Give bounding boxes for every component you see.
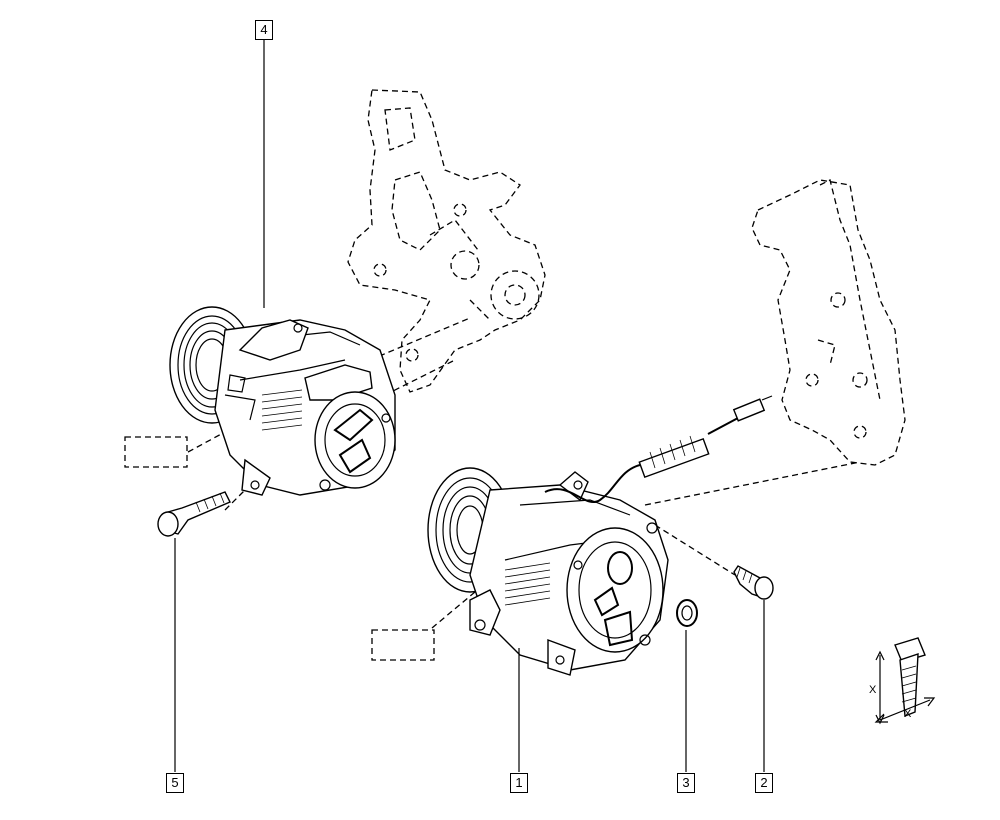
alignment-line-bolt-2 (654, 524, 736, 576)
callout-5: 5 (166, 773, 184, 793)
washer-item-3 (676, 599, 698, 627)
bolt-item-2 (733, 565, 774, 600)
compressor-upper-item-4 (169, 306, 396, 496)
compressor-lower-item-1 (427, 395, 773, 676)
alignment-line-box-lower (431, 591, 476, 629)
callout-4: 4 (255, 20, 273, 40)
reference-box-lower (371, 629, 435, 661)
tightening-label-horizontal: X (904, 708, 912, 720)
alignment-line-box-upper (187, 431, 226, 453)
tightening-label-vertical: X (869, 684, 877, 696)
engine-bracket-right-phantom (751, 179, 906, 466)
callout-2: 2 (755, 773, 773, 793)
alignment-line-right (644, 461, 861, 506)
tightening-torque-symbol (874, 637, 936, 725)
callout-1: 1 (510, 773, 528, 793)
callout-3: 3 (677, 773, 695, 793)
alignment-line-upper-2 (384, 359, 456, 396)
engine-bracket-upper-phantom (347, 89, 546, 393)
alignment-line-upper (369, 317, 471, 361)
reference-box-upper (124, 436, 188, 468)
bolt-item-5 (157, 491, 231, 537)
